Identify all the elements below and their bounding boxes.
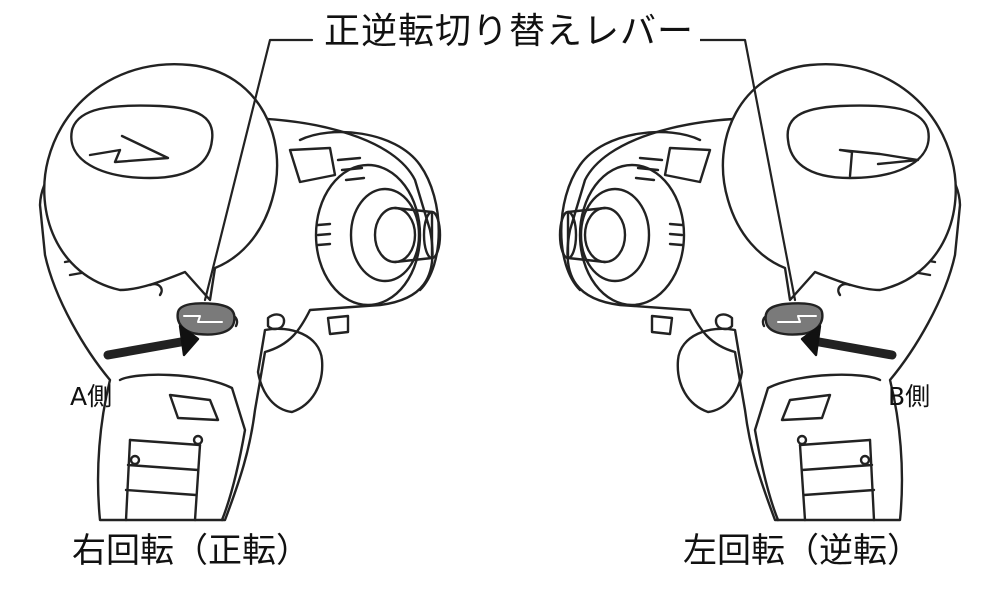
lever-title: 正逆転切り替えレバー (318, 14, 701, 50)
right-rotation-caption: 右回転（正転） (72, 531, 310, 571)
side-a-label: A側 (70, 382, 113, 411)
left-rotation-caption: 左回転（逆転） (683, 531, 921, 571)
side-b-label: B側 (888, 382, 931, 411)
left-tool-illustration (38, 62, 442, 522)
right-tool-illustration (558, 62, 962, 522)
title-leader-lines (203, 38, 797, 302)
